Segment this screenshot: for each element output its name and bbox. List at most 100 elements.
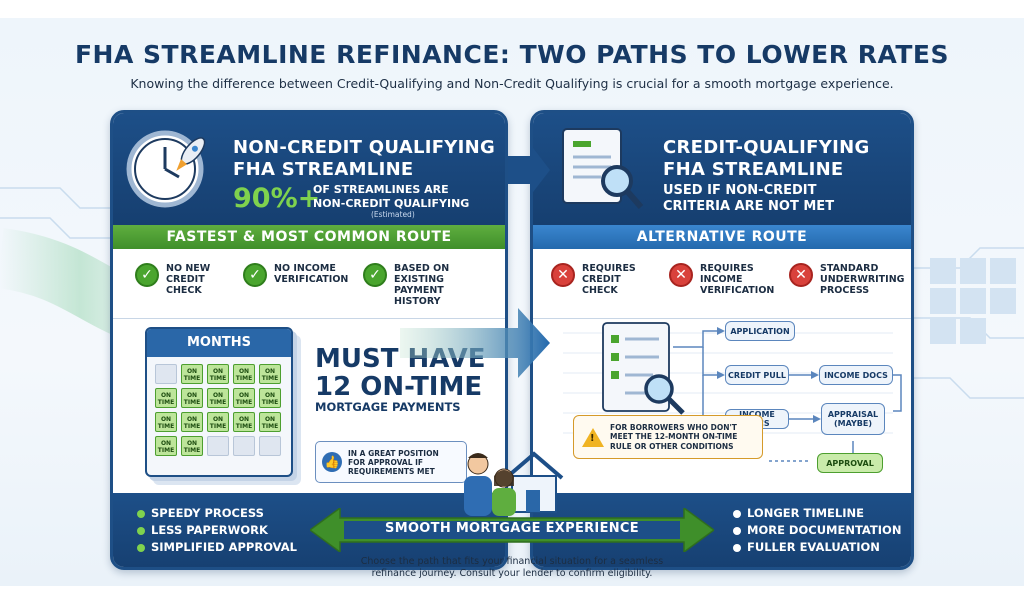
cell-line2: TIME <box>157 447 175 454</box>
infographic-canvas: FHA STREAMLINE REFINANCE: TWO PATHS TO L… <box>0 18 1024 586</box>
feature-label: STANDARD UNDERWRITING PROCESS <box>820 263 911 296</box>
approval-position-callout: 👍 IN A GREAT POSITION FOR APPROVAL IF RE… <box>315 441 467 483</box>
cell-line1: ON <box>186 440 198 447</box>
flow-node-appraisal: APPRAISAL (MAYBE) <box>821 403 885 435</box>
flow-node-credit-pull: CREDIT PULL <box>725 365 789 385</box>
feature-line: NO INCOME <box>274 263 336 274</box>
cell-line2: TIME <box>209 375 227 382</box>
callout-text: IN A GREAT POSITION FOR APPROVAL IF REQU… <box>348 449 439 476</box>
cell-line1: ON <box>160 440 172 447</box>
must-line2: 12 ON-TIME <box>315 372 483 402</box>
list-item: LESS PAPERWORK <box>137 522 297 539</box>
underwriting-flowchart-lines <box>563 322 902 462</box>
calendar-cell-empty <box>233 436 255 456</box>
cell-line1: ON <box>186 368 198 375</box>
right-panel-title: CREDIT-QUALIFYING FHA STREAMLINE <box>663 137 870 181</box>
footnote-line1: Choose the path that fits your financial… <box>360 556 664 567</box>
clock-rocket-icon <box>126 130 206 208</box>
smooth-experience-label: SMOOTH MORTGAGE EXPERIENCE <box>385 521 639 536</box>
cell-line2: TIME <box>261 423 279 430</box>
callout-line: FOR APPROVAL IF <box>348 457 424 467</box>
page-title: FHA STREAMLINE REFINANCE: TWO PATHS TO L… <box>74 40 950 69</box>
feature-no-income-verification: ✓ NO INCOME VERIFICATION <box>243 263 364 287</box>
right-panel-header: CREDIT-QUALIFYING FHA STREAMLINE USED IF… <box>533 113 911 225</box>
bullet-dot-icon <box>733 543 741 552</box>
calendar-cell-empty <box>155 364 177 384</box>
top-arrow-icon <box>508 144 550 196</box>
cell-line1: ON <box>212 416 224 423</box>
stat-description: OF STREAMLINES ARE NON-CREDIT QUALIFYING <box>313 183 503 211</box>
list-item: FULLER EVALUATION <box>733 539 901 556</box>
bullet-dot-icon <box>733 526 741 535</box>
cell-line1: ON <box>160 392 172 399</box>
cell-line2: TIME <box>183 375 201 382</box>
stat-line1: OF STREAMLINES ARE <box>313 183 449 196</box>
drawback-text: FULLER EVALUATION <box>747 540 880 554</box>
cell-line1: ON <box>264 392 276 399</box>
benefit-text: LESS PAPERWORK <box>151 523 268 537</box>
feature-payment-history: ✓ BASED ON EXISTING PAYMENT HISTORY <box>363 263 474 307</box>
drawback-text: MORE DOCUMENTATION <box>747 523 902 537</box>
feature-line: EXISTING <box>394 274 444 285</box>
family-house-icon <box>464 451 564 516</box>
cell-line2: TIME <box>235 375 253 382</box>
cell-line2: TIME <box>235 423 253 430</box>
callout-line: IN A GREAT POSITION <box>348 448 439 458</box>
right-sub-line2: CRITERIA ARE NOT MET <box>663 199 835 214</box>
alternative-route-bar: ALTERNATIVE ROUTE <box>533 225 911 249</box>
check-icon: ✓ <box>135 263 159 287</box>
warning-line: RULE OR OTHER CONDITIONS <box>610 441 734 451</box>
left-panel-title: NON-CREDIT QUALIFYING FHA STREAMLINE <box>233 137 495 181</box>
list-item: SIMPLIFIED APPROVAL <box>137 539 297 556</box>
feature-line: CREDIT <box>582 274 621 285</box>
divider <box>533 318 911 319</box>
flow-node-income-docs: INCOME DOCS <box>819 365 893 385</box>
feature-line: VERIFICATION <box>274 274 349 285</box>
cell-line2: TIME <box>157 399 175 406</box>
feature-line: CHECK <box>166 285 202 296</box>
bullet-dot-icon <box>137 543 145 552</box>
feature-line: CREDIT <box>166 274 205 285</box>
warning-text: FOR BORROWERS WHO DON'T MEET THE 12-MONT… <box>610 423 737 452</box>
feature-label: REQUIRES INCOME VERIFICATION <box>700 263 786 296</box>
feature-line: NO NEW <box>166 263 211 274</box>
calendar-cell-empty <box>207 436 229 456</box>
benefit-text: SIMPLIFIED APPROVAL <box>151 540 298 554</box>
drawback-text: LONGER TIMELINE <box>747 506 864 520</box>
cross-icon: ✕ <box>789 263 813 287</box>
path-arrows <box>400 144 550 378</box>
bullet-dot-icon <box>733 509 741 518</box>
feature-line: STANDARD <box>820 263 879 274</box>
check-icon: ✓ <box>243 263 267 287</box>
cell-line1: ON <box>238 416 250 423</box>
warning-icon: ! <box>582 427 604 447</box>
cell-line2: TIME <box>261 375 279 382</box>
fastest-route-bar: FASTEST & MOST COMMON ROUTE <box>113 225 505 249</box>
smooth-experience-arrow <box>310 508 714 552</box>
feature-no-credit-check: ✓ NO NEW CREDIT CHECK <box>135 263 246 296</box>
feature-label: BASED ON EXISTING PAYMENT HISTORY <box>394 263 474 307</box>
stat-note: (Estimated) <box>371 210 415 219</box>
warning-callout: ! FOR BORROWERS WHO DON'T MEET THE 12-MO… <box>573 415 763 459</box>
page-subtitle: Knowing the difference between Credit-Qu… <box>130 76 894 91</box>
cell-line2: TIME <box>261 399 279 406</box>
right-sub-line1: USED IF NON-CREDIT <box>663 183 817 198</box>
bullet-dot-icon <box>137 509 145 518</box>
cell-line1: ON <box>186 416 198 423</box>
right-title-line2: FHA STREAMLINE <box>663 159 844 180</box>
left-title-line1: NON-CREDIT QUALIFYING <box>233 137 496 158</box>
appraisal-line1: APPRAISAL <box>827 410 879 419</box>
calendar-cell-empty <box>259 436 281 456</box>
credit-qualifying-panel: CREDIT-QUALIFYING FHA STREAMLINE USED IF… <box>530 110 914 570</box>
cell-line1: ON <box>238 392 250 399</box>
feature-line: CHECK <box>582 285 618 296</box>
